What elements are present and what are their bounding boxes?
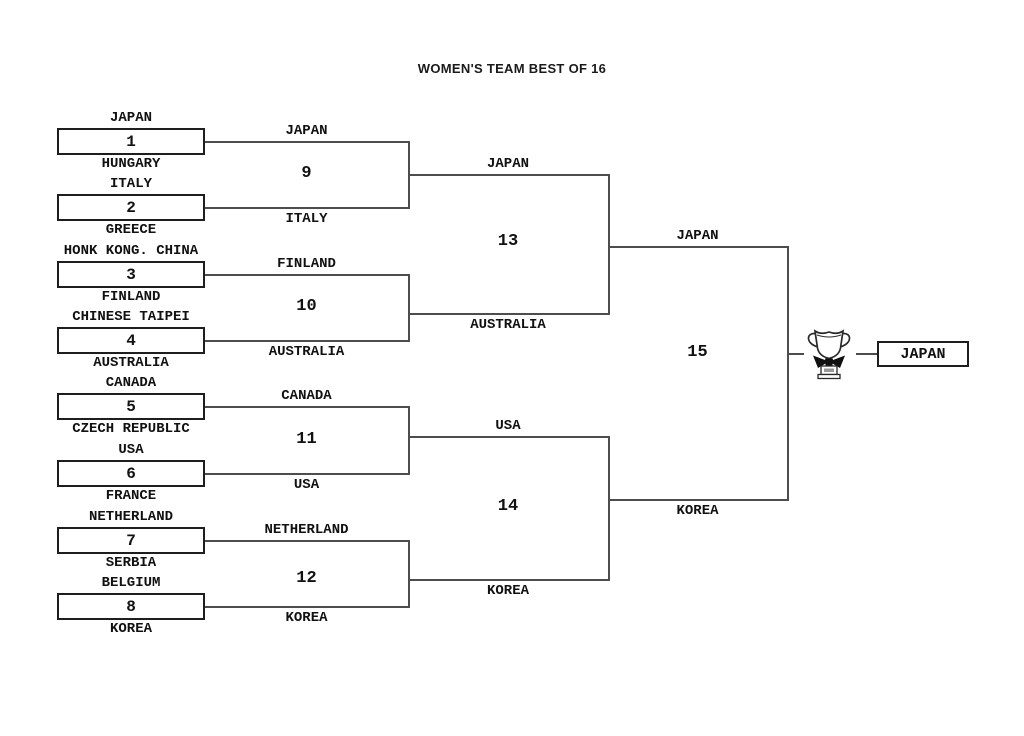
winner-name: AUSTRALIA — [470, 317, 546, 333]
team-name-top: JAPAN — [109, 110, 152, 126]
match-number: 6 — [126, 464, 136, 483]
bracket-line — [205, 540, 408, 542]
match-number: 14 — [497, 497, 519, 516]
team-name-bottom: GREECE — [105, 222, 157, 238]
team-name-bottom: KOREA — [109, 621, 152, 637]
team-name-top: ITALY — [109, 176, 152, 192]
winner-name: JAPAN — [676, 228, 719, 244]
winner-name: NETHERLAND — [264, 522, 349, 538]
bracket-line — [787, 353, 804, 355]
bracket-line — [205, 274, 408, 276]
bracket-line — [408, 274, 410, 342]
team-name-top: BELGIUM — [101, 575, 161, 591]
team-name-top: USA — [118, 442, 144, 458]
winner-name: FINLAND — [277, 256, 336, 272]
bracket-line — [408, 406, 410, 475]
bracket-line — [205, 141, 408, 143]
match-5: CANADA 5 CZECH REPUBLIC — [57, 374, 205, 439]
match-number: 9 — [301, 164, 312, 183]
page-title: WOMEN'S TEAM BEST OF 16 — [417, 61, 607, 76]
match-6: USA 6 FRANCE — [57, 441, 205, 506]
match-1: JAPAN 1 HUNGARY — [57, 109, 205, 174]
match-number: 5 — [126, 397, 136, 416]
match-number-box: 8 — [57, 593, 205, 620]
bracket-line — [205, 406, 408, 408]
bracket-line — [408, 579, 608, 581]
match-number-box: 1 — [57, 128, 205, 155]
match-3: HONK KONG. CHINA 3 FINLAND — [57, 242, 205, 307]
bracket-line — [408, 540, 410, 608]
match-2: ITALY 2 GREECE — [57, 175, 205, 240]
match-4: CHINESE TAIPEI 4 AUSTRALIA — [57, 308, 205, 373]
match-number-box: 4 — [57, 327, 205, 354]
bracket-line — [205, 207, 408, 209]
match-number: 13 — [497, 232, 519, 251]
trophy-icon — [801, 325, 857, 381]
team-name-top: CANADA — [105, 375, 157, 391]
winner-name: USA — [495, 418, 521, 434]
team-name-bottom: CZECH REPUBLIC — [72, 421, 190, 437]
winner-name: JAPAN — [486, 156, 529, 172]
match-number: 1 — [126, 132, 136, 151]
winner-name: AUSTRALIA — [268, 344, 345, 360]
match-number: 2 — [126, 198, 136, 217]
match-number-box: 7 — [57, 527, 205, 554]
bracket-line — [205, 606, 408, 608]
team-name-top: HONK KONG. CHINA — [63, 243, 199, 259]
team-name-bottom: FINLAND — [101, 289, 161, 305]
match-number: 10 — [296, 297, 317, 316]
match-number: 12 — [296, 569, 317, 588]
match-number: 7 — [126, 531, 136, 550]
champion-name: JAPAN — [900, 345, 946, 363]
winner-name: USA — [293, 477, 320, 493]
team-name-bottom: FRANCE — [105, 488, 157, 504]
match-number: 3 — [126, 265, 136, 284]
winner-name: CANADA — [281, 388, 332, 404]
bracket-line — [608, 499, 787, 501]
bracket-line — [608, 246, 787, 248]
match-8: BELGIUM 8 KOREA — [57, 574, 205, 639]
team-name-top: CHINESE TAIPEI — [72, 309, 190, 325]
bracket-line — [205, 340, 408, 342]
team-name-top: NETHERLAND — [88, 509, 173, 525]
match-number-box: 3 — [57, 261, 205, 288]
winner-name: JAPAN — [285, 123, 328, 139]
team-name-bottom: HUNGARY — [101, 156, 161, 172]
match-number: 8 — [126, 597, 136, 616]
bracket-line — [608, 174, 610, 315]
bracket-line — [856, 353, 877, 355]
match-number: 11 — [296, 430, 317, 449]
match-number: 4 — [126, 331, 136, 350]
match-number-box: 2 — [57, 194, 205, 221]
bracket-line — [408, 174, 608, 176]
match-number-box: 6 — [57, 460, 205, 487]
bracket-line — [608, 436, 610, 581]
winner-name: KOREA — [285, 610, 328, 626]
winner-name: KOREA — [676, 503, 719, 519]
winner-name: KOREA — [486, 583, 529, 599]
team-name-bottom: SERBIA — [105, 555, 157, 571]
bracket-line — [787, 246, 789, 501]
match-number-box: 5 — [57, 393, 205, 420]
match-7: NETHERLAND 7 SERBIA — [57, 508, 205, 573]
bracket-line — [408, 313, 608, 315]
team-name-bottom: AUSTRALIA — [93, 355, 169, 371]
bracket-line — [205, 473, 408, 475]
bracket-line — [408, 436, 608, 438]
champion-box: JAPAN — [877, 341, 969, 367]
winner-name: ITALY — [285, 211, 328, 227]
match-number: 15 — [687, 343, 708, 362]
